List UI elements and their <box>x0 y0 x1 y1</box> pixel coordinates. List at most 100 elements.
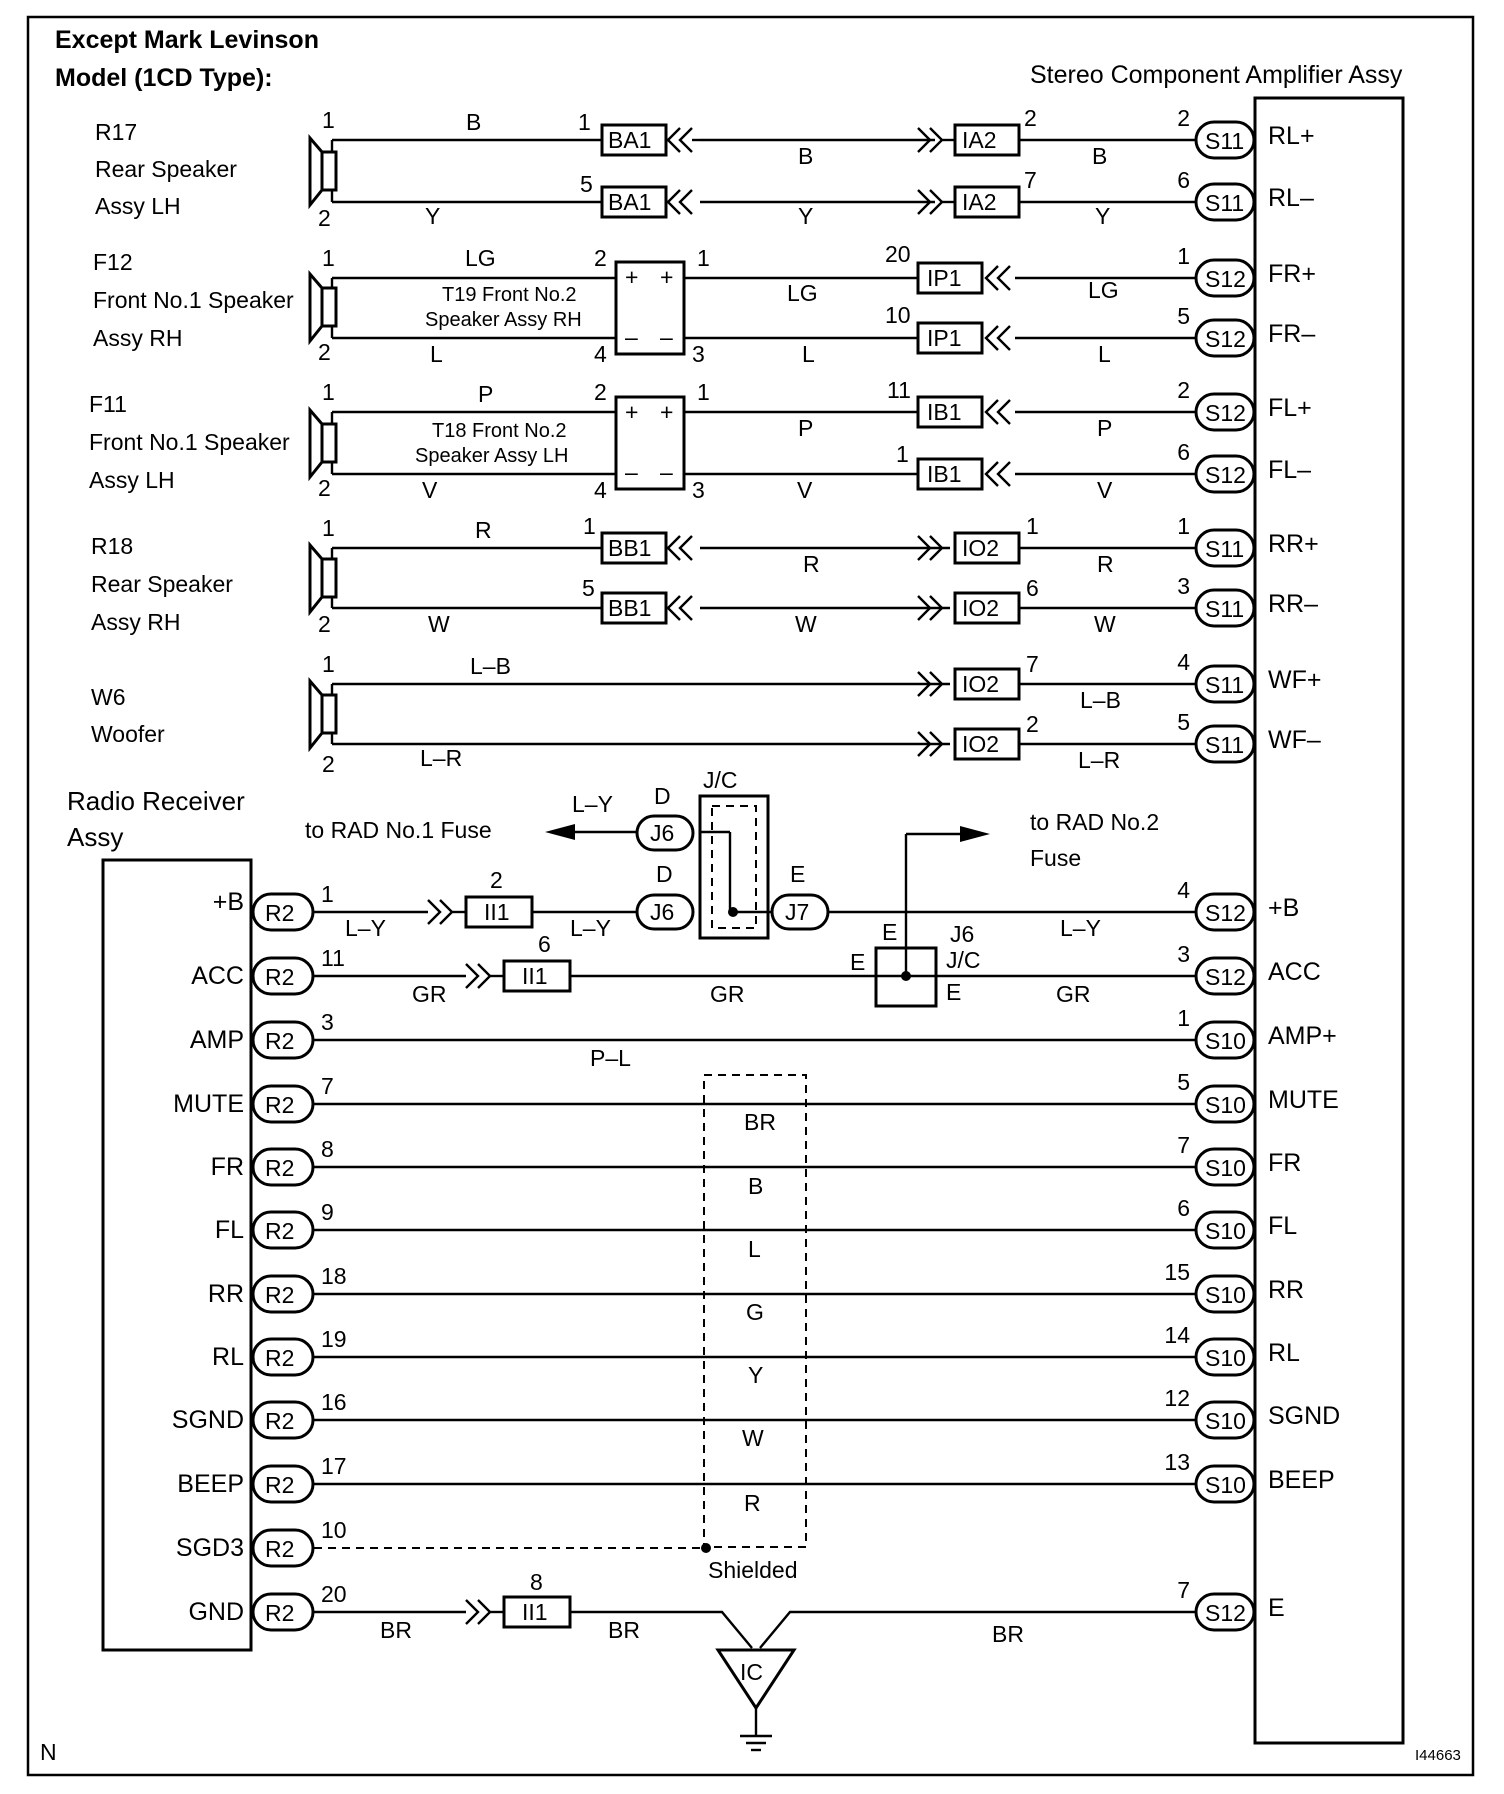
wire-color: R <box>475 517 492 543</box>
corner-right-label: I44663 <box>1415 1747 1461 1764</box>
radio-title-1: Radio Receiver <box>67 786 245 816</box>
pin: 7 <box>1177 1577 1190 1603</box>
pin: 2 <box>490 867 503 893</box>
pin: 9 <box>321 1199 334 1225</box>
amp-terminal-label: RR+ <box>1268 530 1319 558</box>
connector-label: S10 <box>1205 1155 1246 1181</box>
svg-text:+: + <box>625 264 638 290</box>
connector-label: S11 <box>1205 190 1244 216</box>
pin: 4 <box>1177 877 1190 903</box>
pin: 1 <box>896 441 909 467</box>
speaker-f12-name2: Assy RH <box>93 325 182 351</box>
connector-r2-pill <box>251 1210 315 1250</box>
wire-color: R <box>1097 551 1114 577</box>
radio-terminal-label: AMP <box>190 1026 244 1054</box>
svg-text:–: – <box>660 324 673 350</box>
pin: 1 <box>1177 243 1190 269</box>
speaker-f12-icon <box>308 269 338 346</box>
pin: 2 <box>1177 377 1190 403</box>
junction-internal <box>711 805 757 929</box>
speaker-f11-icon <box>308 405 338 482</box>
connector-ii1-b-label: II1 <box>484 899 510 925</box>
svg-text:BB1: BB1 <box>608 535 651 561</box>
connector-r2-pill <box>251 892 315 932</box>
connector-label: S10 <box>1205 1092 1246 1118</box>
connector-io2-r18-bottom: IO2 <box>917 591 1021 625</box>
tweeter-t18: ++ –– <box>614 395 686 491</box>
svg-text:IO2: IO2 <box>962 535 999 561</box>
wire-color: L–B <box>470 653 511 679</box>
wire-color: P <box>1097 415 1112 441</box>
connector-label: R2 <box>265 1092 294 1118</box>
svg-text:IP1: IP1 <box>927 325 962 351</box>
wire-color: P <box>798 415 813 441</box>
pin: 1 <box>1177 513 1190 539</box>
pin: 1 <box>322 245 335 271</box>
wire-color: LG <box>787 280 818 306</box>
connector-label: S11 <box>1205 672 1244 698</box>
pin: 3 <box>692 477 705 503</box>
wire-color: BR <box>608 1617 640 1643</box>
connector-label: S10 <box>1205 1282 1246 1308</box>
connector-r2-pill <box>251 1400 315 1440</box>
title-line1: Except Mark Levinson <box>55 26 319 54</box>
pin: 7 <box>321 1073 334 1099</box>
amp-terminal-label: SGND <box>1268 1402 1340 1430</box>
speaker-section: R17 Rear Speaker Assy LH F12 Front No.1 … <box>89 105 1196 777</box>
wire-color: V <box>797 477 813 503</box>
connector-j6-mid <box>635 893 695 931</box>
wire-color: L–B <box>1080 687 1121 713</box>
connector-j6-top-label: J6 <box>650 820 674 846</box>
plug-b <box>427 899 454 925</box>
wire-color: P <box>478 381 493 407</box>
amp-terminal-label: WF+ <box>1268 666 1321 694</box>
junction-j6-node <box>901 971 911 981</box>
amp-terminal-label: FR– <box>1268 320 1315 348</box>
pin: 6 <box>1177 439 1190 465</box>
speaker-r17-name1: Rear Speaker <box>95 156 237 182</box>
radio-terminal-label: FL <box>215 1216 244 1244</box>
connector-ib1-top: IB1 <box>916 395 1011 429</box>
pin: 2 <box>322 751 335 777</box>
connector-label: S10 <box>1205 1408 1246 1434</box>
pin: 8 <box>321 1136 334 1162</box>
connector-r2-pill <box>251 1337 315 1377</box>
pin: 1 <box>322 107 335 133</box>
pin: 12 <box>1164 1385 1190 1411</box>
pin: 7 <box>1177 1132 1190 1158</box>
pin: 6 <box>1026 575 1039 601</box>
speaker-f11-id: F11 <box>89 391 127 417</box>
wire-color: L <box>1098 341 1111 367</box>
amp-terminal-label: ACC <box>1268 958 1321 986</box>
wire-color: R <box>803 551 820 577</box>
svg-text:+: + <box>660 399 673 425</box>
wire-gnd-3 <box>759 1610 1196 1649</box>
connector-label: S12 <box>1205 400 1246 426</box>
tweeter-t19: ++ –– <box>614 260 686 356</box>
svg-text:BB1: BB1 <box>608 595 651 621</box>
connector-label: S12 <box>1205 266 1246 292</box>
pin: 2 <box>1177 105 1190 131</box>
pin: 5 <box>1177 709 1190 735</box>
pin: 7 <box>1024 167 1037 193</box>
wire-color: BR <box>380 1617 412 1643</box>
wire-color: GR <box>710 981 745 1007</box>
connector-io2-r18-top: IO2 <box>917 531 1021 565</box>
pin: 8 <box>530 1569 543 1595</box>
amp-terminal-label: WF– <box>1268 726 1321 754</box>
radio-terminal-label: ACC <box>191 962 244 990</box>
connector-label: S11 <box>1205 596 1244 622</box>
speaker-r17-id: R17 <box>95 119 137 145</box>
pin: 15 <box>1164 1259 1190 1285</box>
jc-pin: E <box>790 861 805 887</box>
speaker-f11-name2: Assy LH <box>89 467 175 493</box>
wire-color: L–Y <box>345 915 386 941</box>
wire-color: R <box>744 1490 761 1516</box>
amp-terminal-label: RR <box>1268 1276 1304 1304</box>
tweeter-t18-label2: Speaker Assy LH <box>415 445 568 467</box>
shield-node <box>701 1543 711 1553</box>
connector-label: R2 <box>265 1600 294 1626</box>
wire-color: L <box>430 341 443 367</box>
connector-s12-pill <box>1194 454 1256 494</box>
amp-terminal-label: FR+ <box>1268 260 1316 288</box>
